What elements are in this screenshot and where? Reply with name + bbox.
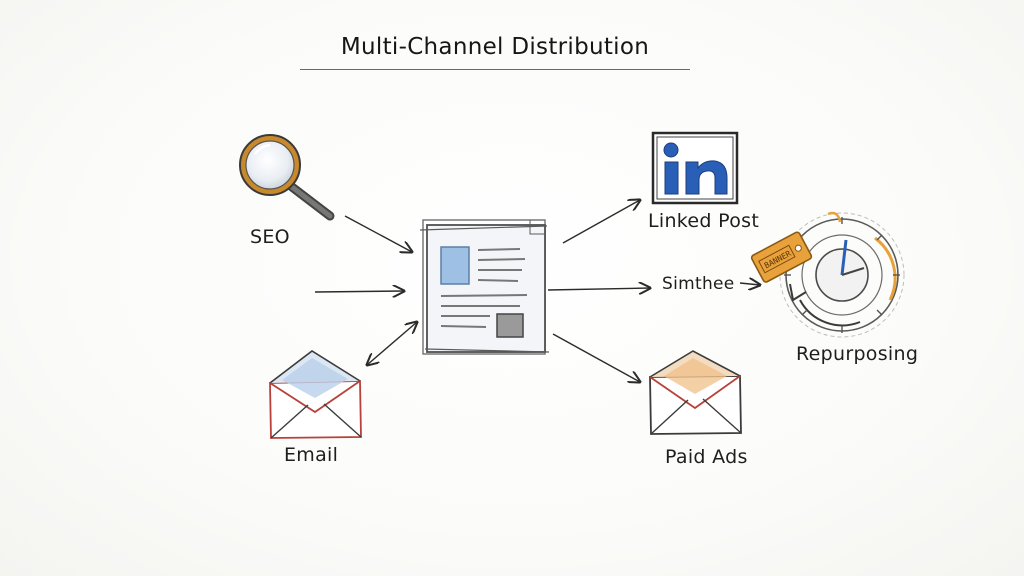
title-underline (300, 69, 690, 70)
arrow-content-to-paid-ads (552, 333, 640, 382)
simthee-label: Simthee (662, 274, 735, 294)
arrow-content-to-linkedin (562, 200, 640, 244)
arrow-seo-to-content (344, 215, 412, 252)
linkedin-logo-icon (651, 131, 739, 205)
connector-arrows (314, 200, 760, 382)
diagram-title: Multi-Channel Distribution (340, 34, 650, 60)
repurposing-label: Repurposing (796, 343, 919, 365)
arrow-content-to-simthee (547, 288, 650, 290)
magnifier-icon (239, 134, 335, 221)
arrow-email-content (367, 322, 417, 365)
arrow-input-to-content (314, 291, 404, 292)
cycle-tag-icon: BANNER (750, 211, 905, 338)
linked-post-label: Linked Post (648, 210, 760, 232)
envelope-icon (269, 350, 362, 439)
envelope-icon (649, 350, 742, 435)
email-label: Email (284, 444, 339, 466)
seo-label: SEO (250, 226, 290, 248)
arrow-simthee-to-repurposing (739, 283, 760, 285)
document-icon (419, 219, 550, 355)
paid-ads-label: Paid Ads (665, 446, 748, 468)
